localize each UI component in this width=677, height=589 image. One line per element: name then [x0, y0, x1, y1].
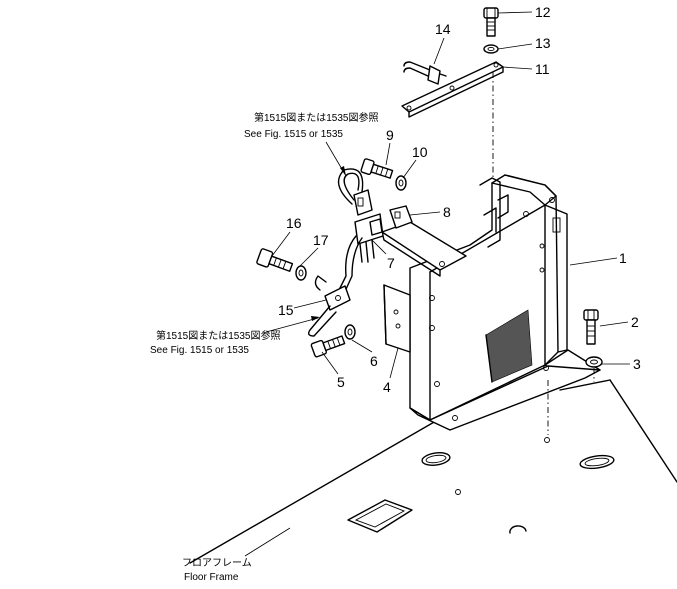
callout-14: 14 — [435, 21, 451, 37]
floor-frame-label-jp: フロアフレーム — [182, 557, 252, 569]
callout-15: 15 — [278, 302, 294, 318]
bolt-2 — [583, 309, 599, 345]
bracket-plate — [381, 205, 467, 277]
bolt-9 — [360, 158, 394, 179]
top-bar — [401, 61, 504, 118]
callout-11: 11 — [535, 61, 550, 77]
floor-frame-leader — [244, 527, 291, 557]
floor-cutout — [347, 499, 413, 533]
top-reference-en: See Fig. 1515 or 1535 — [244, 129, 343, 140]
left-reference-en: See Fig. 1515 or 1535 — [150, 345, 249, 356]
floor-frame-label-en: Floor Frame — [184, 572, 239, 583]
callout-12: 12 — [535, 4, 551, 20]
callout-leaders — [265, 11, 630, 379]
bolt-5 — [310, 335, 346, 358]
washer-13 — [483, 44, 499, 54]
washer-10 — [395, 175, 407, 191]
callout-labels: 1 2 3 4 5 6 7 8 9 10 11 12 13 14 15 16 1… — [278, 4, 641, 395]
reference-notes: 第1515図または1535図参照 See Fig. 1515 or 1535 第… — [150, 111, 379, 583]
callout-3: 3 — [633, 356, 641, 372]
cable-clamp — [307, 275, 351, 337]
bolt-16 — [256, 248, 294, 272]
top-reference-jp: 第1515図または1535図参照 — [254, 111, 379, 124]
callout-8: 8 — [443, 204, 451, 220]
relay-block — [335, 168, 384, 299]
washer-3 — [585, 356, 603, 368]
callout-2: 2 — [631, 314, 639, 330]
callout-4: 4 — [383, 379, 391, 395]
washer-17 — [295, 265, 307, 281]
callout-16: 16 — [286, 215, 302, 231]
main-bracket — [409, 174, 601, 431]
callout-1: 1 — [619, 250, 627, 266]
callout-6: 6 — [370, 353, 378, 369]
floor-slot — [579, 454, 615, 470]
washer-6 — [344, 324, 356, 340]
hose-clamp — [403, 61, 447, 85]
callout-10: 10 — [412, 144, 428, 160]
left-reference-jp: 第1515図または1535図参照 — [156, 329, 281, 342]
bracket-plate-4 — [383, 284, 411, 353]
floor-slot — [421, 452, 451, 466]
bolt-12 — [483, 7, 499, 37]
callout-17: 17 — [313, 232, 329, 248]
callout-9: 9 — [386, 127, 394, 143]
callout-13: 13 — [535, 35, 551, 51]
callout-5: 5 — [337, 374, 345, 390]
callout-7: 7 — [387, 255, 395, 271]
